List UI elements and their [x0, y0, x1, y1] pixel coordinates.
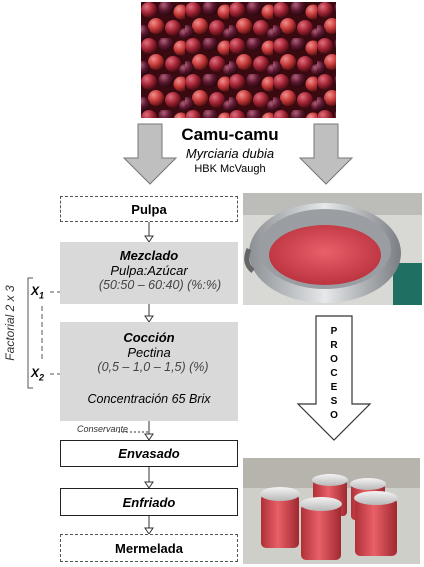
proceso-letter-4: C [330, 368, 338, 379]
fruit-author: HBK McVaugh [194, 163, 266, 175]
coccion-pectina-label: Pectina [127, 345, 171, 360]
proceso-letter-5: E [330, 382, 338, 393]
jam-jars-photo [243, 458, 420, 564]
proceso-letter-7: O [330, 410, 338, 421]
proceso-arrow [296, 315, 372, 441]
coccion-title: Cocción [123, 330, 175, 345]
mezclado-values: (50:50 – 60:40) (%:%) [98, 278, 222, 292]
mermelada-label: Mermelada [115, 540, 183, 556]
mezclado-title: Mezclado [119, 248, 179, 263]
enfriado-label: Enfriado [122, 494, 176, 510]
x2-label: X2 [31, 366, 45, 383]
proceso-letter-6: S [330, 396, 338, 407]
envasado-box: Envasado [60, 440, 238, 467]
berries-illustration [141, 2, 336, 118]
x1-label: X1 [31, 284, 45, 301]
cooking-pot-photo [243, 193, 422, 305]
right-down-arrow [298, 123, 354, 185]
fruit-common-name: Camu-camu [181, 125, 279, 144]
fruit-title: Camu-camu Myrciaria dubia HBK McVaugh [160, 125, 300, 177]
left-down-arrow [122, 123, 178, 185]
proceso-letter-2: R [330, 340, 338, 351]
mezclado-ratio-label: Pulpa:Azúcar [110, 263, 188, 278]
camu-camu-berries-photo [141, 2, 336, 118]
proceso-letter-3: O [330, 354, 338, 365]
fruit-scientific-name: Myrciaria dubia [185, 146, 275, 161]
coccion-concentration: Concentración 65 Brix [87, 392, 211, 406]
mezclado-box: Mezclado Pulpa:Azúcar (50:50 – 60:40) (%… [60, 242, 238, 304]
mermelada-box: Mermelada [60, 534, 238, 562]
coccion-box: Cocción Pectina (0,5 – 1,0 – 1,5) (%) Co… [60, 322, 238, 421]
pot-illustration [243, 193, 422, 305]
proceso-letter-1: P [330, 326, 338, 337]
enfriado-box: Enfriado [60, 488, 238, 516]
envasado-label: Envasado [118, 446, 180, 461]
factorial-label: Factorial 2 x 3 [3, 285, 17, 361]
jars-illustration [243, 458, 420, 564]
pulpa-box: Pulpa [60, 196, 238, 222]
coccion-values: (0,5 – 1,0 – 1,5) (%) [97, 360, 209, 374]
pulpa-label: Pulpa [131, 201, 167, 217]
conservante-label: Conservante [77, 424, 129, 434]
